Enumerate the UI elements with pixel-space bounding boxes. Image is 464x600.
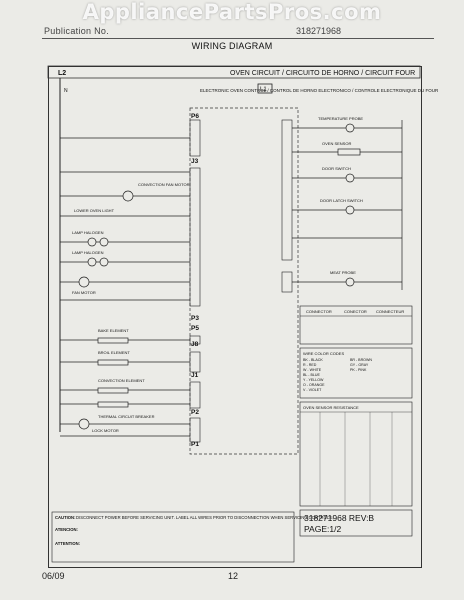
label-thermal-breaker: THERMAL CIRCUIT BREAKER [98, 414, 155, 419]
atencion-title: ATENCION: [55, 527, 78, 532]
l1-label: L1 [260, 87, 267, 93]
label-lower-oven-light: LOWER OVEN LIGHT [74, 208, 115, 213]
label-bake-element: BAKE ELEMENT [98, 328, 129, 333]
page-code: 318271968 REV:B [304, 513, 374, 523]
l2-label: L2 [58, 70, 66, 77]
left-pin-column [189, 119, 201, 443]
label-fan-motor: FAN MOTOR [72, 290, 96, 295]
page-title: WIRING DIAGRAM [191, 41, 273, 51]
heading-bar [47, 65, 421, 79]
label-lamp-halogen-2: LAMP HALOGEN [72, 250, 104, 255]
label-oven-sensor: OVEN SENSOR [322, 141, 351, 146]
svg-text:BK - BLACK: BK - BLACK [303, 358, 323, 362]
svg-text:WIRE COLOR CODES: WIRE COLOR CODES [303, 351, 344, 356]
connector-j8: J8 [191, 341, 199, 348]
connector-table: CONNECTOR CONECTOR CONNECTEUR [299, 305, 413, 345]
svg-text:CONECTOR: CONECTOR [344, 309, 367, 314]
svg-text:R - RED: R - RED [303, 363, 317, 367]
label-lock-motor: LOCK MOTOR [92, 428, 119, 433]
watermark: AppliancePartsPros.com [82, 0, 382, 24]
caution-title: CAUTION: [55, 515, 75, 520]
header-rule [42, 38, 434, 39]
header-brand: Publication No. [44, 26, 110, 36]
svg-text:CONNECTEUR: CONNECTEUR [376, 309, 404, 314]
caution-text: DISCONNECT POWER BEFORE SERVICING UNIT. … [76, 515, 333, 520]
wire-color-legend: WIRE COLOR CODES BK - BLACK R - RED W - … [299, 347, 413, 399]
left-branch-wires [60, 137, 190, 437]
connector-p3: P3 [191, 315, 199, 322]
circuit-heading: OVEN CIRCUIT / CIRCUITO DE HORNO / CIRCU… [230, 70, 415, 77]
caution-box [51, 511, 295, 563]
right-component-symbols [337, 123, 361, 287]
label-lamp-halogen-1: LAMP HALOGEN [72, 230, 104, 235]
connector-p5: P5 [191, 325, 199, 332]
sensor-resistance-table: OVEN SENSOR RESISTANCE [299, 401, 413, 507]
label-door-switch: DOOR SWITCH [322, 166, 351, 171]
diagram-frame [48, 66, 422, 568]
l1-box [257, 83, 273, 94]
connector-p6: P6 [191, 113, 199, 120]
label-door-latch-switch: DOOR LATCH SWITCH [320, 198, 363, 203]
connector-j1: J1 [191, 372, 199, 379]
page-number-code: PAGE:1/2 [304, 524, 341, 534]
label-meat-probe: MEAT PROBE [330, 270, 356, 275]
label-broil-element: BROIL ELEMENT [98, 350, 130, 355]
connector-p1: P1 [191, 441, 199, 448]
label-convection-element: CONVECTION ELEMENT [98, 378, 145, 383]
label-temp-probe: TEMPERATURE PROBE [318, 116, 363, 121]
svg-text:BR - BROWN: BR - BROWN [350, 358, 372, 362]
svg-text:OVEN SENSOR RESISTANCE: OVEN SENSOR RESISTANCE [303, 405, 359, 410]
svg-text:PK - PINK: PK - PINK [350, 368, 367, 372]
right-component-labels: TEMPERATURE PROBE OVEN SENSOR DOOR SWITC… [318, 116, 363, 275]
header-publication-number: 318271968 [296, 26, 342, 36]
page-code-box [299, 509, 413, 537]
control-label: ELECTRONIC OVEN CONTROL / CONTROL DE HOR… [200, 88, 439, 93]
label-convection-fan: CONVECTION FAN MOTOR [138, 182, 190, 187]
svg-text:Y - YELLOW: Y - YELLOW [303, 378, 324, 382]
connector-p2: P2 [191, 409, 199, 416]
svg-text:O - ORANGE: O - ORANGE [303, 383, 325, 387]
footer-date: 06/09 [42, 571, 65, 581]
svg-text:W - WHITE: W - WHITE [303, 368, 322, 372]
attention-title: ATTENTION: [55, 541, 80, 546]
svg-text:BL - BLUE: BL - BLUE [303, 373, 320, 377]
svg-text:CONNECTOR: CONNECTOR [306, 309, 332, 314]
svg-text:GY - GRAY: GY - GRAY [350, 363, 369, 367]
left-component-labels: CONVECTION FAN MOTOR LOWER OVEN LIGHT LA… [72, 182, 190, 433]
right-pin-column [281, 119, 293, 293]
footer-page-number: 12 [228, 571, 239, 581]
neutral-label: N [64, 88, 68, 94]
page-header: Publication No. 318271968 [42, 24, 432, 38]
left-component-symbols [78, 190, 134, 430]
connector-j3: J3 [191, 158, 199, 165]
svg-text:V - VIOLET: V - VIOLET [303, 388, 322, 392]
